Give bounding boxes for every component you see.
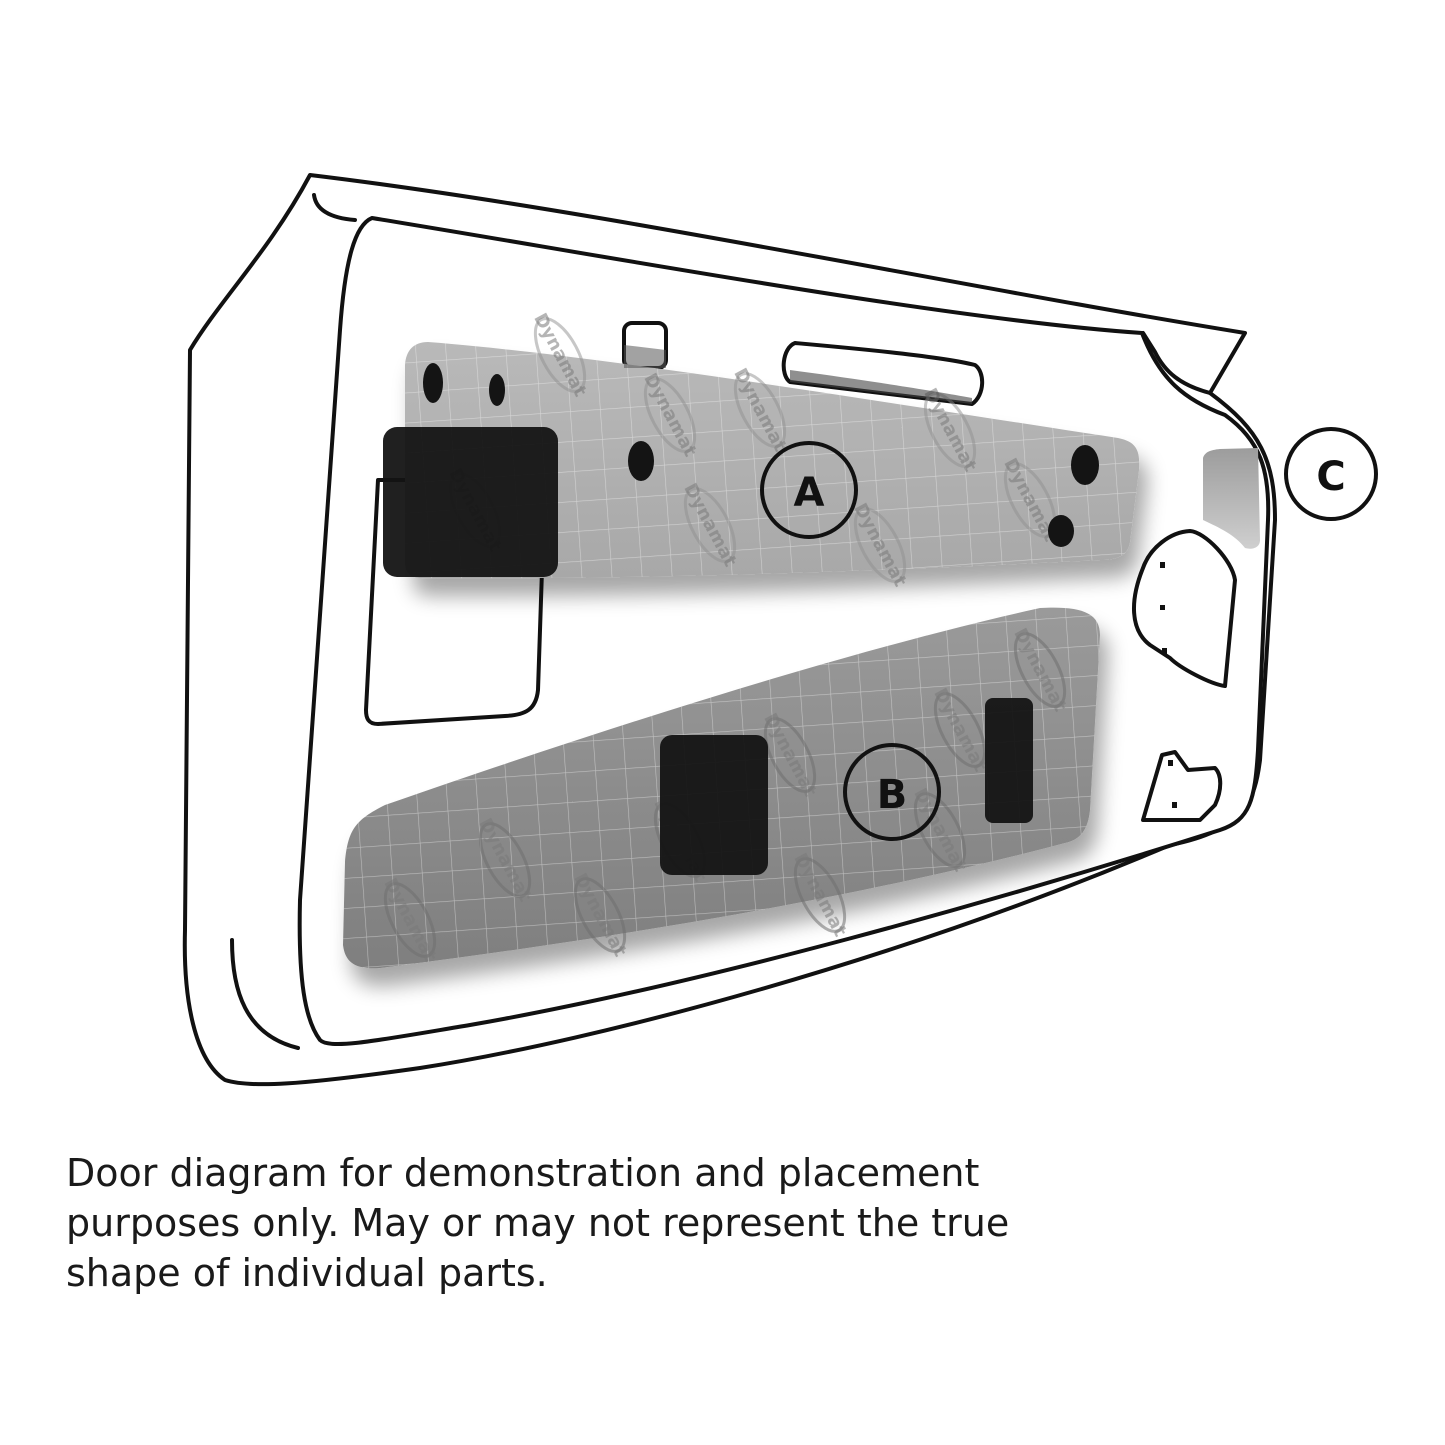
mat-b-cutout-right — [985, 698, 1033, 823]
part-label-b: B — [843, 743, 941, 841]
top-clip-shadow — [624, 345, 666, 368]
disclaimer-caption: Door diagram for demonstration and place… — [66, 1148, 1366, 1298]
mat-a-hole-5 — [1048, 515, 1074, 547]
part-label-c: C — [1284, 427, 1378, 521]
mat-a-hole-2 — [489, 374, 505, 406]
mat-c — [1203, 448, 1260, 549]
door-top-trim — [312, 193, 357, 222]
mirror-notch — [1141, 331, 1212, 395]
door-outer-frame — [182, 173, 1277, 1087]
svg-text:B: B — [877, 772, 908, 818]
door-bottom-curve — [230, 938, 300, 1050]
mat-a-hole-1 — [423, 363, 443, 403]
latch-marker-2 — [1160, 605, 1165, 610]
bracket-marker-1 — [1168, 760, 1173, 766]
mat-a-hole-4 — [1071, 445, 1099, 485]
caption-line-3: shape of individual parts. — [66, 1251, 548, 1295]
caption-line-1: Door diagram for demonstration and place… — [66, 1151, 980, 1195]
mat-b-cutout-center — [660, 735, 768, 875]
latch-marker-3 — [1162, 648, 1167, 654]
svg-text:A: A — [794, 470, 825, 516]
lower-right-bracket — [1141, 750, 1223, 822]
mat-a-hole-3 — [628, 441, 654, 481]
svg-text:C: C — [1316, 454, 1345, 500]
handle-recess-shadow — [790, 370, 972, 404]
latch-marker-1 — [1160, 562, 1165, 568]
mat-a-cutout-large — [383, 427, 558, 577]
part-label-a: A — [760, 441, 858, 539]
top-handle-recess — [781, 341, 985, 406]
bracket-marker-2 — [1172, 802, 1177, 808]
caption-line-2: purposes only. May or may not represent … — [66, 1201, 1010, 1245]
right-latch-area — [1132, 529, 1237, 688]
